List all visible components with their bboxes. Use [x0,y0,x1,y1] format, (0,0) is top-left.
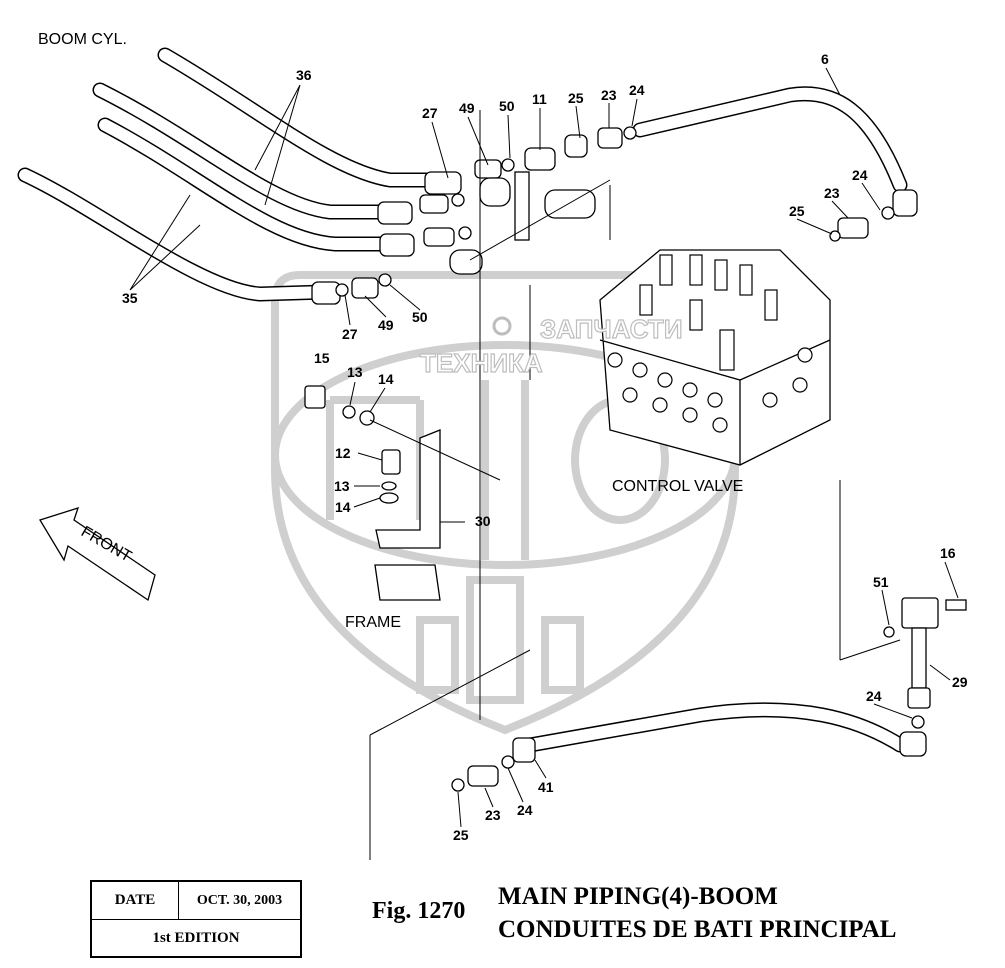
title-english: MAIN PIPING(4)-BOOM [498,883,778,910]
part-number-labels: 36 6 27 49 50 11 25 23 24 24 23 25 35 27… [122,51,968,843]
title-block-table: DATE OCT. 30, 2003 1st EDITION [90,880,302,958]
part-50: 50 [412,309,428,325]
figure-title: MAIN PIPING(4)-BOOM CONDUITES DE BATI PR… [498,880,896,946]
control-valve [599,249,831,466]
hose-6 [632,86,918,217]
part-24: 24 [517,802,533,818]
front-arrow: FRONT [39,506,156,602]
date-label: DATE [92,882,179,919]
label-control-valve: CONTROL VALVE [612,478,743,495]
part-13: 13 [334,478,350,494]
leader-lines [129,67,959,860]
part-27: 27 [422,105,438,121]
part-41: 41 [538,779,554,795]
figure-number: Fig. 1270 [372,898,466,924]
part-13: 13 [347,364,363,380]
watermark-text: ТЕХНИКА ЗАПЧАСТИ [419,313,683,378]
fittings-upper [311,126,895,305]
part-12: 12 [335,445,351,461]
gear-icon [492,316,512,336]
part-23: 23 [824,185,840,201]
part-15: 15 [314,350,330,366]
part-24: 24 [852,167,868,183]
part-36: 36 [296,67,312,83]
part-23: 23 [601,87,617,103]
part-30: 30 [475,513,491,529]
hose-41 [512,702,927,763]
part-49: 49 [459,100,475,116]
part-35: 35 [122,290,138,306]
watermark-text-left: ТЕХНИКА [420,348,543,378]
part-24: 24 [866,688,882,704]
part-24: 24 [629,82,645,98]
hose-36-upper [157,47,448,188]
part-14: 14 [378,371,394,387]
label-frame: FRAME [345,614,401,631]
edition: 1st EDITION [152,929,240,946]
part-50: 50 [499,98,515,114]
title-french: CONDUITES DE BATI PRINCIPAL [498,916,897,943]
part-49: 49 [378,317,394,333]
part-25: 25 [789,203,805,219]
part-25: 25 [568,90,584,106]
watermark-text-right: ЗАПЧАСТИ [540,314,683,344]
label-boom-cyl: BOOM CYL. [38,31,127,48]
bracket-30 [304,385,441,601]
part-14: 14 [335,499,351,515]
hose-36-lower [92,82,398,252]
part-16: 16 [940,545,956,561]
part-51: 51 [873,574,889,590]
fittings-lower [451,755,515,792]
part-23: 23 [485,807,501,823]
part-25: 25 [453,827,469,843]
date-value: OCT. 30, 2003 [196,892,283,908]
part-11: 11 [532,91,547,107]
part-27: 27 [342,326,358,342]
part-29: 29 [952,674,968,690]
part-6: 6 [821,51,829,67]
pipe-29 [883,597,967,729]
